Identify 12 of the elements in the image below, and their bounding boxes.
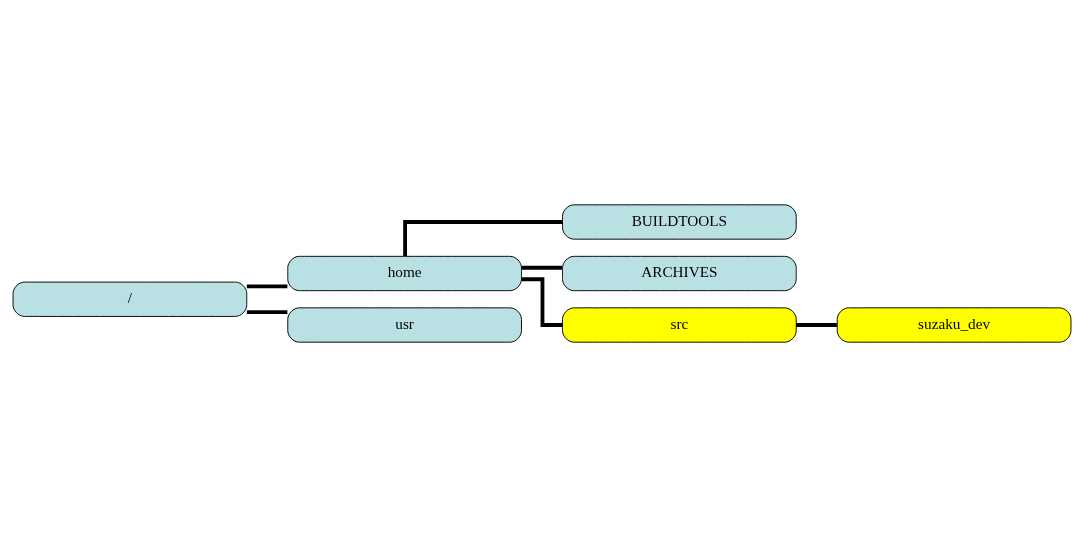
connector [521, 265, 563, 270]
node-box: ARCHIVES [562, 255, 797, 292]
connector [246, 310, 288, 315]
node-box: src [562, 307, 797, 343]
connector [796, 323, 837, 327]
node-box: usr [287, 307, 522, 343]
node-box: suzaku_dev [836, 307, 1072, 343]
node-box: BUILDTOOLS [562, 204, 797, 240]
node-box: / [12, 281, 248, 317]
connector [403, 220, 563, 257]
node-box: home [287, 255, 522, 292]
connector [246, 284, 288, 289]
